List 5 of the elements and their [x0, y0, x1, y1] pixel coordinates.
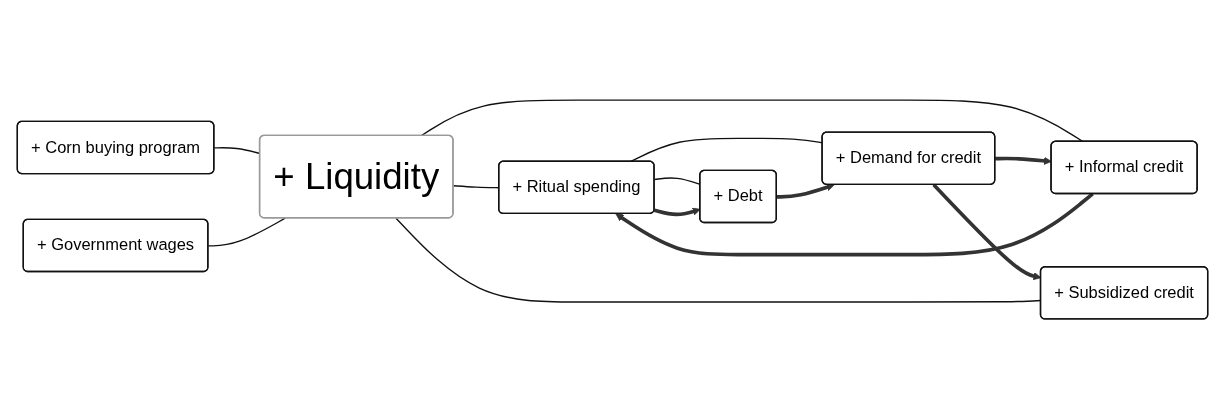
- arrow: [615, 192, 1094, 257]
- arrow: [995, 156, 1052, 165]
- connector: [207, 217, 286, 247]
- arrow: [776, 183, 835, 199]
- connector: [420, 99, 1084, 143]
